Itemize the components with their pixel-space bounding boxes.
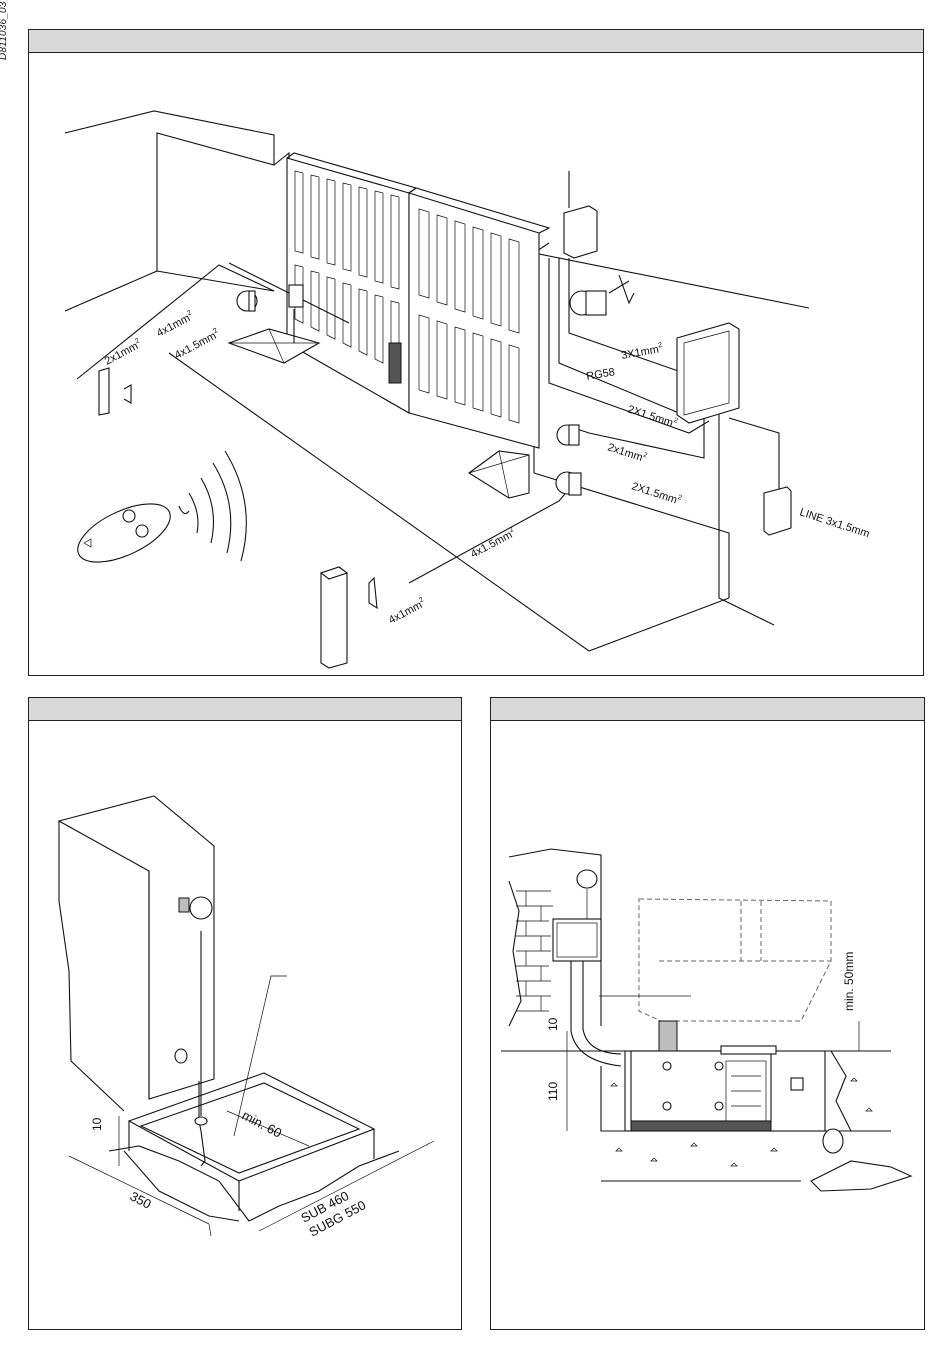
superscript: 2 [212,327,219,335]
junction-box [553,870,601,961]
conduit-pipe [571,961,621,1066]
motor-pit-right [469,451,529,498]
gate-pillar [59,796,214,1111]
remote-transmitter-icon [69,451,246,574]
superscript: 2 [186,309,193,317]
cross-section-diagram: 10 110 min. 50mm [491,721,924,1329]
gate-installation-diagram: 2x1mm2 4x1mm2 4x1.5mm2 3X1mm2 RG58 2X1.5… [29,53,923,675]
stop-post-icon [389,343,401,383]
superscript: 2 [673,417,679,425]
superscript: 2 [418,596,425,604]
superscript: 2 [658,342,663,350]
superscript: 2 [642,452,648,460]
photocell-icon [557,425,579,445]
motor-foundation-box [625,1021,825,1131]
flashing-lamp-antenna-icon [564,171,597,258]
cable-label: 4x1mm2 [154,309,195,339]
panel-header [29,698,461,721]
drain-pipe [811,1129,911,1191]
panel-header [29,30,923,53]
cross-section-panel: 10 110 min. 50mm [490,697,925,1330]
gate-outline-dashed [639,899,831,1021]
panel-header [491,698,924,721]
key-switch-icon [609,275,634,303]
cable-label: 4x1.5mm2 [172,327,222,362]
photocell-icon [556,472,581,495]
cable-label: RG58 [585,366,615,383]
line-switch-box [764,487,791,535]
key-selector-post-icon [321,567,377,668]
cable-label: LINE 3x1.5mm [798,506,871,540]
superscript: 2 [134,337,141,345]
superscript: 2 [508,526,515,534]
gate-leaf-right [409,188,549,448]
dimension-label: 10 [90,1117,104,1131]
photocell-icon [237,291,257,311]
foundation-box-panel: 10 min. 60 350 SUB 460 SUBG 550 [28,697,462,1330]
foundation-box-diagram: 10 min. 60 350 SUB 460 SUBG 550 [29,721,461,1329]
dimension-label: 110 [546,1082,560,1101]
dimension-label: min. 50mm [842,952,856,1011]
cable-label: 2X1.5mm2 [626,402,679,430]
cable-label: 2X1.5mm2 [630,479,683,507]
superscript: 2 [677,494,683,502]
dimension-label: 350 [128,1188,154,1211]
document-code: D811036_03 [0,1,9,60]
conduit-pipe [583,961,621,1054]
cable-label: 4x1mm2 [386,596,427,626]
dimension-label: 10 [546,1017,560,1031]
control-unit-box [677,323,739,423]
photocell-icon [570,291,606,315]
installation-overview-panel: 2x1mm2 4x1mm2 4x1.5mm2 3X1mm2 RG58 2X1.5… [28,29,924,676]
cable-label: 4x1.5mm2 [468,526,518,561]
photocell-post-icon [99,368,131,415]
